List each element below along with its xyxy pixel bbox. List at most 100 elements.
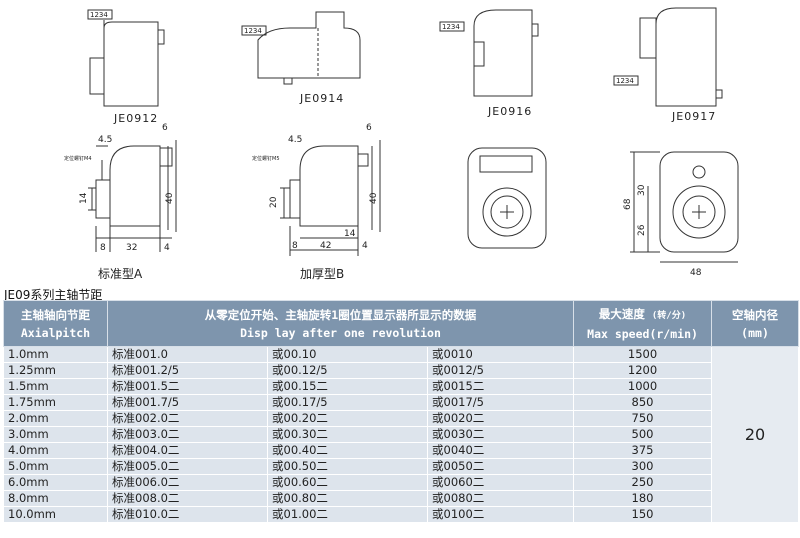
pitch-cell: 6.0mm <box>3 474 108 491</box>
display-alt2-cell: 或0040⼆ <box>426 442 575 459</box>
thick-dim-42: 42 <box>320 241 331 251</box>
standard-note: 定位螺钉M4 <box>64 155 92 162</box>
header-pitch-en: Axialpitch <box>20 325 91 340</box>
standard-type-label: 标准型A <box>98 267 143 281</box>
display-alt2-cell: 或0100⼆ <box>426 506 575 523</box>
header-bore: 空轴内径 (mm) <box>711 300 800 347</box>
display-standard-cell: 标准003.0⼆ <box>107 426 268 443</box>
je0912-label: JE0912 <box>114 112 159 125</box>
display-standard-cell: 标准006.0⼆ <box>107 474 268 491</box>
speed-cell: 250 <box>573 474 713 491</box>
pitch-cell: 1.0mm <box>3 346 108 363</box>
thick-type-label: 加厚型B <box>300 267 345 281</box>
je0917-label: JE0917 <box>672 110 717 123</box>
display-standard-cell: 标准001.7/5 <box>107 394 268 411</box>
display-alt1-cell: 或00.50⼆ <box>267 458 428 475</box>
speed-cell: 300 <box>573 458 713 475</box>
standard-dim-40: 40 <box>165 192 175 204</box>
display-alt2-cell: 或0010 <box>426 346 575 363</box>
speed-cell: 500 <box>573 426 713 443</box>
pitch-cell: 1.75mm <box>3 394 108 411</box>
thick-dim-14: 14 <box>344 229 356 239</box>
je0917-display: 1234 <box>616 77 634 85</box>
pitch-cell: 2.0mm <box>3 410 108 427</box>
display-alt1-cell: 或00.20⼆ <box>267 410 428 427</box>
standard-dim-32: 32 <box>126 243 137 253</box>
je0916-display: 1234 <box>442 23 460 31</box>
pitch-cell: 10.0mm <box>3 506 108 523</box>
thick-note: 定位螺钉M5 <box>252 155 280 162</box>
display-alt2-cell: 或0020⼆ <box>426 410 575 427</box>
thick-type-b-drawing <box>280 140 381 256</box>
display-alt1-cell: 或00.15⼆ <box>267 378 428 395</box>
pitch-table: 主轴轴向节距 Axialpitch 从零定位开始、主轴旋转1圈位置显示器所显示的… <box>3 300 800 523</box>
display-standard-cell: 标准001.0 <box>107 346 268 363</box>
front-view-drawing <box>467 147 547 249</box>
speed-cell: 1500 <box>573 346 713 363</box>
speed-cell: 150 <box>573 506 713 523</box>
header-speed-unit: (转/分) <box>651 310 687 321</box>
display-alt1-cell: 或00.40⼆ <box>267 442 428 459</box>
thick-dim-6: 6 <box>366 123 372 133</box>
series-title: JE09系列主轴节距 <box>4 288 103 302</box>
display-standard-cell: 标准005.0⼆ <box>107 458 268 475</box>
technical-drawings: 1234 1234 1234 1234 4.5 6 40 14 8 32 4 定… <box>64 7 739 278</box>
display-standard-cell: 标准001.5⼆ <box>107 378 268 395</box>
pitch-cell: 8.0mm <box>3 490 108 507</box>
display-alt1-cell: 或00.10 <box>267 346 428 363</box>
thick-dim-20: 20 <box>269 196 279 208</box>
je0916-label: JE0916 <box>488 105 533 118</box>
header-speed: 最大速度 (转/分) Max speed(r/min) <box>573 300 713 347</box>
display-alt2-cell: 或0050⼆ <box>426 458 575 475</box>
je0914-display: 1234 <box>244 27 262 35</box>
je0912-display: 1234 <box>90 11 108 19</box>
standard-dim-14: 14 <box>79 192 89 204</box>
display-alt1-cell: 或00.12/5 <box>267 362 428 379</box>
display-alt1-cell: 或00.80⼆ <box>267 490 428 507</box>
header-speed-cn: 最大速度 <box>598 306 645 321</box>
standard-dim-6: 6 <box>162 123 168 133</box>
header-bore-cn: 空轴内径 <box>732 307 779 322</box>
display-standard-cell: 标准001.2/5 <box>107 362 268 379</box>
front-dimension-drawing <box>630 151 739 263</box>
speed-cell: 850 <box>573 394 713 411</box>
display-alt1-cell: 或00.60⼆ <box>267 474 428 491</box>
pitch-cell: 4.0mm <box>3 442 108 459</box>
front-dim-68: 68 <box>623 198 633 210</box>
standard-dim-4: 4 <box>164 243 170 253</box>
front-dim-30: 30 <box>637 184 647 196</box>
table-header-row: 主轴轴向节距 Axialpitch 从零定位开始、主轴旋转1圈位置显示器所显示的… <box>3 300 800 347</box>
front-dim-48: 48 <box>690 268 702 278</box>
header-display-en: Disp lay after one revolution <box>240 325 441 340</box>
display-alt2-cell: 或0015⼆ <box>426 378 575 395</box>
bore-value-cell: 20 <box>711 346 800 523</box>
display-standard-cell: 标准008.0⼆ <box>107 490 268 507</box>
speed-cell: 1200 <box>573 362 713 379</box>
thick-dim-8: 8 <box>292 241 298 251</box>
header-pitch-cn: 主轴轴向节距 <box>21 307 90 322</box>
header-pitch: 主轴轴向节距 Axialpitch <box>3 300 108 347</box>
display-alt2-cell: 或0060⼆ <box>426 474 575 491</box>
je0917-drawing <box>613 7 723 107</box>
display-alt2-cell: 或0080⼆ <box>426 490 575 507</box>
je0912-drawing <box>87 9 165 107</box>
header-speed-en: Max speed(r/min) <box>587 326 698 341</box>
pitch-cell: 1.25mm <box>3 362 108 379</box>
speed-cell: 375 <box>573 442 713 459</box>
display-standard-cell: 标准002.0⼆ <box>107 410 268 427</box>
thick-dim-4-5: 4.5 <box>288 135 302 145</box>
je0914-label: JE0914 <box>300 92 345 105</box>
pitch-cell: 5.0mm <box>3 458 108 475</box>
display-alt2-cell: 或0030⼆ <box>426 426 575 443</box>
thick-dim-4: 4 <box>362 241 368 251</box>
display-standard-cell: 标准010.0⼆ <box>107 506 268 523</box>
je0916-drawing <box>439 9 539 97</box>
display-alt1-cell: 或01.00⼆ <box>267 506 428 523</box>
standard-type-a-drawing <box>88 140 177 252</box>
